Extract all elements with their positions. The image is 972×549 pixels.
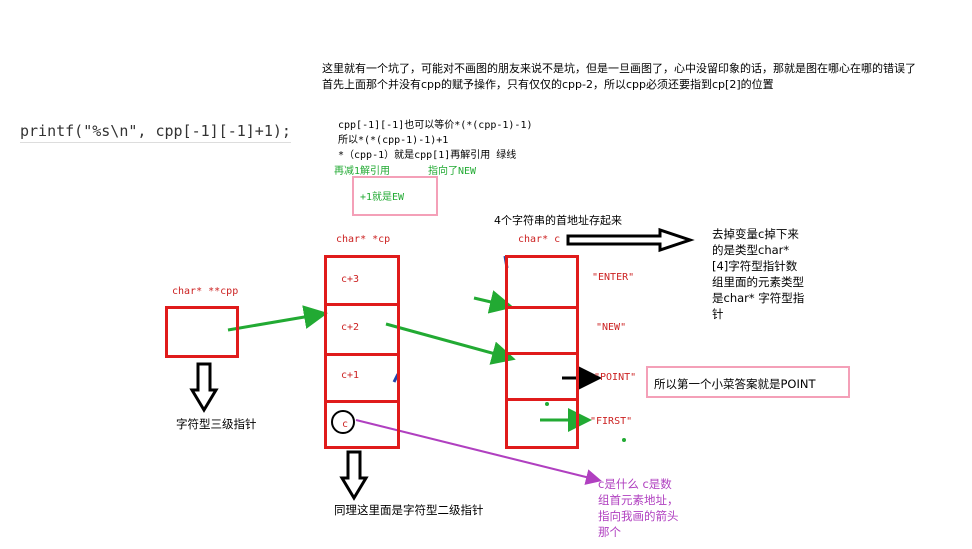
purple-note: c是什么 c是数 组首元素地址， 指向我画的箭头 那个 bbox=[598, 477, 679, 539]
hollow-arrow-right bbox=[566, 227, 695, 253]
hollow-arrow-down-cp bbox=[339, 450, 369, 501]
three-level-label: 字符型三级指针 bbox=[176, 417, 257, 431]
explain-line3: *（cpp-1）就是cpp[1]再解引用 绿线 bbox=[338, 150, 517, 161]
string-point: "POINT" bbox=[594, 372, 637, 383]
string-enter: "ENTER" bbox=[592, 272, 635, 283]
hollow-arrow-down-cpp bbox=[189, 362, 219, 413]
green-short-arrow bbox=[473, 290, 514, 314]
two-level-label: 同理这里面是字符型二级指针 bbox=[334, 503, 484, 517]
right-note: 去掉变量c掉下来 的是类型char* [4]字符型指针数 组里面的元素类型 是c… bbox=[712, 227, 805, 321]
ew-text: +1就是EW bbox=[360, 192, 405, 203]
answer-box: 所以第一个小菜答案就是POINT bbox=[646, 366, 850, 398]
cp-cell-0: c+3 bbox=[341, 274, 360, 285]
explain-line1: cpp[-1][-1]也可以等价*(*(cpp-1)-1) bbox=[338, 120, 533, 131]
top-note-line1: 这里就有一个坑了，可能对不画图的朋友来说不是坑，但是一旦画图了，心中没留印象的话… bbox=[322, 62, 916, 75]
c2-to-new-arrow bbox=[385, 322, 516, 365]
ew-box: +1就是EW bbox=[352, 176, 438, 216]
answer-text: 所以第一个小菜答案就是POINT bbox=[654, 377, 816, 391]
cpp-label: char* **cpp bbox=[172, 286, 239, 297]
explain-line2: 所以*(*(cpp-1)-1)+1 bbox=[338, 135, 449, 146]
c-label: char* c bbox=[518, 234, 561, 245]
cp-cell-1: c+2 bbox=[341, 322, 360, 333]
top-note-line2: 首先上面那个并没有cpp的赋予操作，只有仅仅的cpp-2，所以cpp必须还要指到… bbox=[322, 78, 774, 91]
cpp-box bbox=[165, 306, 239, 358]
cp-cell-3: c bbox=[342, 419, 349, 430]
cpp-to-cp-arrow bbox=[227, 305, 328, 332]
purple-arrow bbox=[355, 419, 602, 485]
c-array bbox=[505, 255, 579, 449]
cp-cell-2: c+1 bbox=[341, 370, 360, 381]
four-strings-note: 4个字符串的首地址存起来 bbox=[494, 214, 622, 227]
string-first: "FIRST" bbox=[590, 416, 633, 427]
string-new: "NEW" bbox=[596, 322, 627, 333]
code-line: printf("%s\n", cpp[-1][-1]+1); bbox=[20, 122, 291, 143]
explain-green-right: 指向了NEW bbox=[428, 166, 477, 177]
cp-label: char* *cp bbox=[336, 234, 391, 245]
explain-green-left: 再减1解引用 bbox=[334, 166, 391, 177]
c-circle bbox=[331, 410, 355, 434]
cp-array: c+3 c+2 c+1 c bbox=[324, 255, 400, 449]
